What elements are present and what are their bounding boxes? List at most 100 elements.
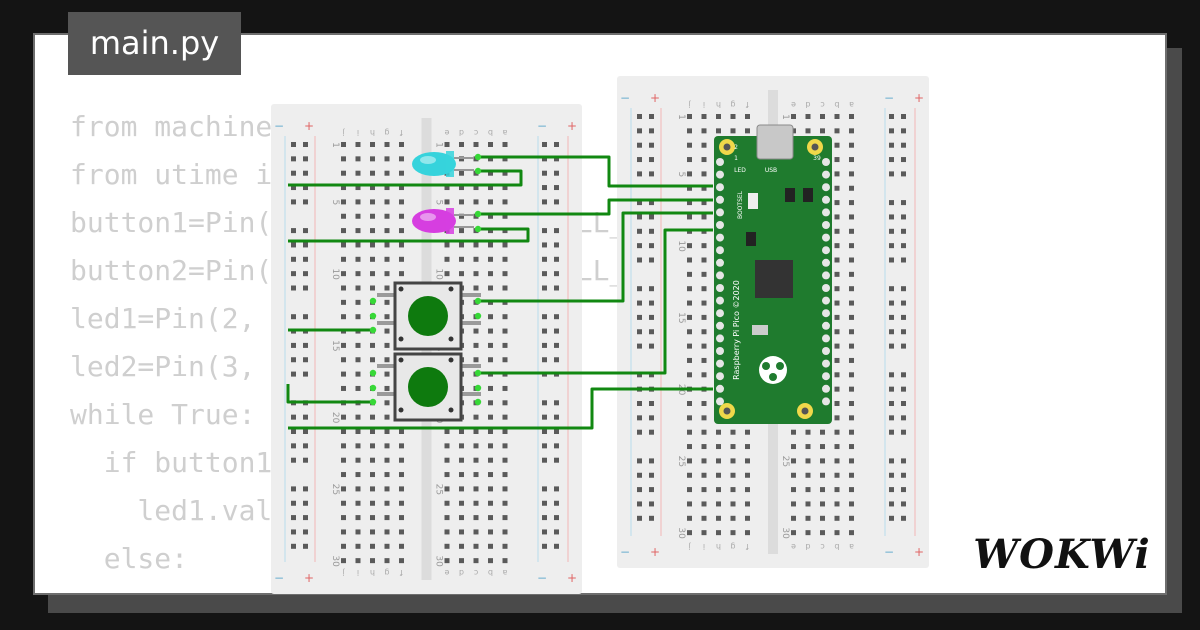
breadboard-hole (355, 472, 361, 478)
rail-hole (649, 286, 654, 292)
rail-hole (303, 457, 308, 463)
pico-label: LED (734, 167, 746, 174)
breadboard-hole (370, 271, 375, 277)
rail-hole (554, 429, 559, 434)
breadboard-hole (384, 156, 390, 162)
breadboard-hole (444, 199, 450, 205)
column-letter: f (746, 100, 749, 109)
rail-hole (637, 501, 642, 507)
row-number: 25 (676, 456, 686, 467)
breadboard-hole (444, 543, 450, 549)
rail-hole (554, 256, 559, 262)
breadboard-hole (399, 242, 404, 248)
usb-connector (756, 124, 794, 160)
breadboard-hole (399, 558, 404, 564)
breadboard-hole (502, 170, 508, 176)
column-letter: b (488, 128, 493, 137)
breadboard-hole (488, 242, 493, 248)
breadboard-hole (834, 530, 840, 536)
breadboard-hole (701, 429, 707, 435)
row-number: 25 (780, 456, 790, 467)
rail-hole (637, 114, 642, 119)
breadboard-hole (341, 457, 346, 463)
breadboard-hole (459, 486, 464, 492)
breadboard-hole (355, 256, 361, 262)
rail-hole (637, 458, 642, 464)
breadboard-hole (384, 515, 390, 521)
pin-highlight (474, 153, 482, 161)
breadboard-hole (384, 486, 390, 492)
button-screw (448, 286, 454, 292)
breadboard-hole (849, 271, 854, 277)
breadboard-hole (849, 501, 854, 507)
breadboard-hole (355, 371, 361, 377)
breadboard-hole (459, 515, 464, 521)
rail-hole (637, 472, 642, 478)
breadboard-hole (849, 128, 854, 134)
pin-highlight (369, 398, 377, 406)
rail-hole (291, 242, 296, 248)
pico-pin (822, 321, 830, 330)
pico-pin (822, 233, 830, 242)
rail-mark: + (914, 545, 924, 559)
breadboard-hole (370, 357, 375, 363)
breadboard-hole (805, 530, 811, 536)
breadboard-hole (473, 515, 479, 521)
breadboard-hole (459, 429, 464, 434)
pico-pin (822, 384, 830, 393)
pushbutton-2 (377, 352, 481, 422)
led1-icon (412, 151, 474, 177)
rail-hole (542, 314, 547, 320)
code-line: led1.value(0) (70, 583, 677, 593)
breadboard-hole (502, 142, 508, 147)
rail-hole (889, 243, 894, 249)
breadboard-hole (791, 444, 796, 450)
breadboard-hole (687, 157, 692, 163)
pico-pin (716, 359, 724, 368)
rail-hole (542, 199, 547, 205)
breadboard-hole (687, 114, 692, 119)
rail-hole (637, 314, 642, 320)
breadboard-hole (384, 385, 390, 391)
breadboard-hole (502, 285, 508, 291)
pin-highlight (474, 312, 482, 320)
breadboard-hole (791, 501, 796, 507)
rail-hole (291, 429, 296, 434)
rail-hole (889, 472, 894, 478)
rail-hole (542, 457, 547, 463)
rail-hole (291, 371, 296, 377)
mount-hole-center (723, 143, 731, 151)
breadboard-hole (488, 558, 493, 564)
breadboard-hole (730, 515, 736, 521)
rail-hole (637, 415, 642, 421)
breadboard-hole (384, 342, 390, 348)
column-letter: a (849, 542, 854, 551)
breadboard-hole (473, 414, 479, 420)
breadboard-hole (834, 243, 840, 249)
column-letter: e (791, 100, 796, 109)
rail-hole (901, 386, 906, 392)
rail-hole (889, 171, 894, 177)
breadboard-hole (473, 558, 479, 564)
rail-hole (649, 429, 654, 435)
rail-hole (901, 257, 906, 263)
filename-tab[interactable]: main.py (68, 12, 241, 75)
breadboard-hole (687, 458, 692, 464)
rail-hole (303, 529, 308, 535)
rail-hole (554, 414, 559, 420)
breadboard-hole (473, 443, 479, 449)
breadboard-hole (730, 128, 736, 134)
breadboard-hole (459, 256, 464, 262)
breadboard-hole (502, 256, 508, 262)
breadboard-hole (488, 529, 493, 535)
breadboard-hole (341, 472, 346, 478)
rail-hole (542, 142, 547, 147)
button-leg (377, 364, 397, 368)
chip (803, 188, 813, 202)
breadboard-hole (701, 243, 707, 249)
breadboard-hole (444, 443, 450, 449)
pico-pin (716, 233, 724, 242)
rail-hole (649, 343, 654, 349)
rail-hole (554, 185, 559, 191)
pico-pin (822, 347, 830, 355)
